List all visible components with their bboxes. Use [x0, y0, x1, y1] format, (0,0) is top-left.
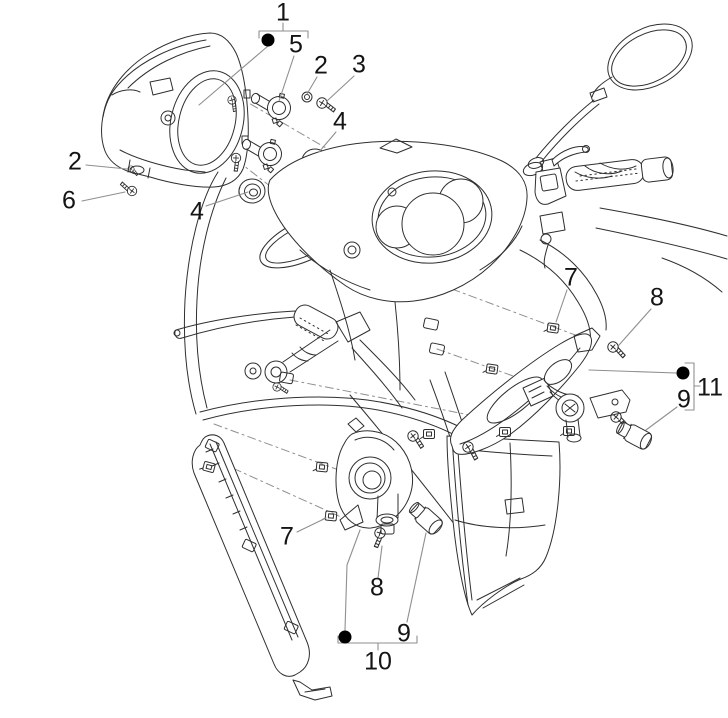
callout-3-screw: 3: [352, 50, 366, 79]
callout-8-screw-front: 8: [370, 573, 384, 602]
callout-2-nut-top: 2: [314, 51, 328, 80]
callout-2-nut-left: 2: [68, 147, 82, 176]
mirror-sketch: [522, 23, 693, 177]
instrument-cluster-sketch: [267, 138, 528, 303]
callout-8-screw-right: 8: [650, 283, 664, 312]
callout-4-grommet-right: 4: [333, 107, 347, 136]
callout-7-clip-front: 7: [280, 522, 294, 551]
headlight-hardware-sketch: [119, 87, 336, 204]
callout-4-grommet-lower: 4: [190, 197, 204, 226]
turn-signal-right-sketch: [449, 327, 631, 455]
headlight-assembly-sketch: [101, 32, 251, 188]
callout-10-signal-front: 10: [364, 647, 392, 676]
left-handlebar-sketch: [173, 304, 416, 409]
callout-11-signal-right: 11: [697, 373, 723, 402]
callout-marker-dots: [261, 33, 690, 644]
callout-9-bulb-front: 9: [397, 619, 411, 648]
trim-strip-sketch: [191, 434, 333, 701]
scooter-body-sketch: [173, 23, 728, 541]
callout-1-headlight: 1: [276, 0, 290, 27]
turn-signal-front-sketch: [335, 417, 414, 535]
callout-9-bulb-right: 9: [677, 385, 691, 414]
callout-6-screw: 6: [62, 186, 76, 215]
right-handlebar-sketch: [534, 145, 674, 269]
callout-5-bulb-holder: 5: [289, 30, 303, 59]
lower-panel-sketch: [446, 435, 561, 616]
callout-7-clip-right: 7: [564, 263, 578, 292]
callout-leader-lines: [81, 22, 701, 651]
